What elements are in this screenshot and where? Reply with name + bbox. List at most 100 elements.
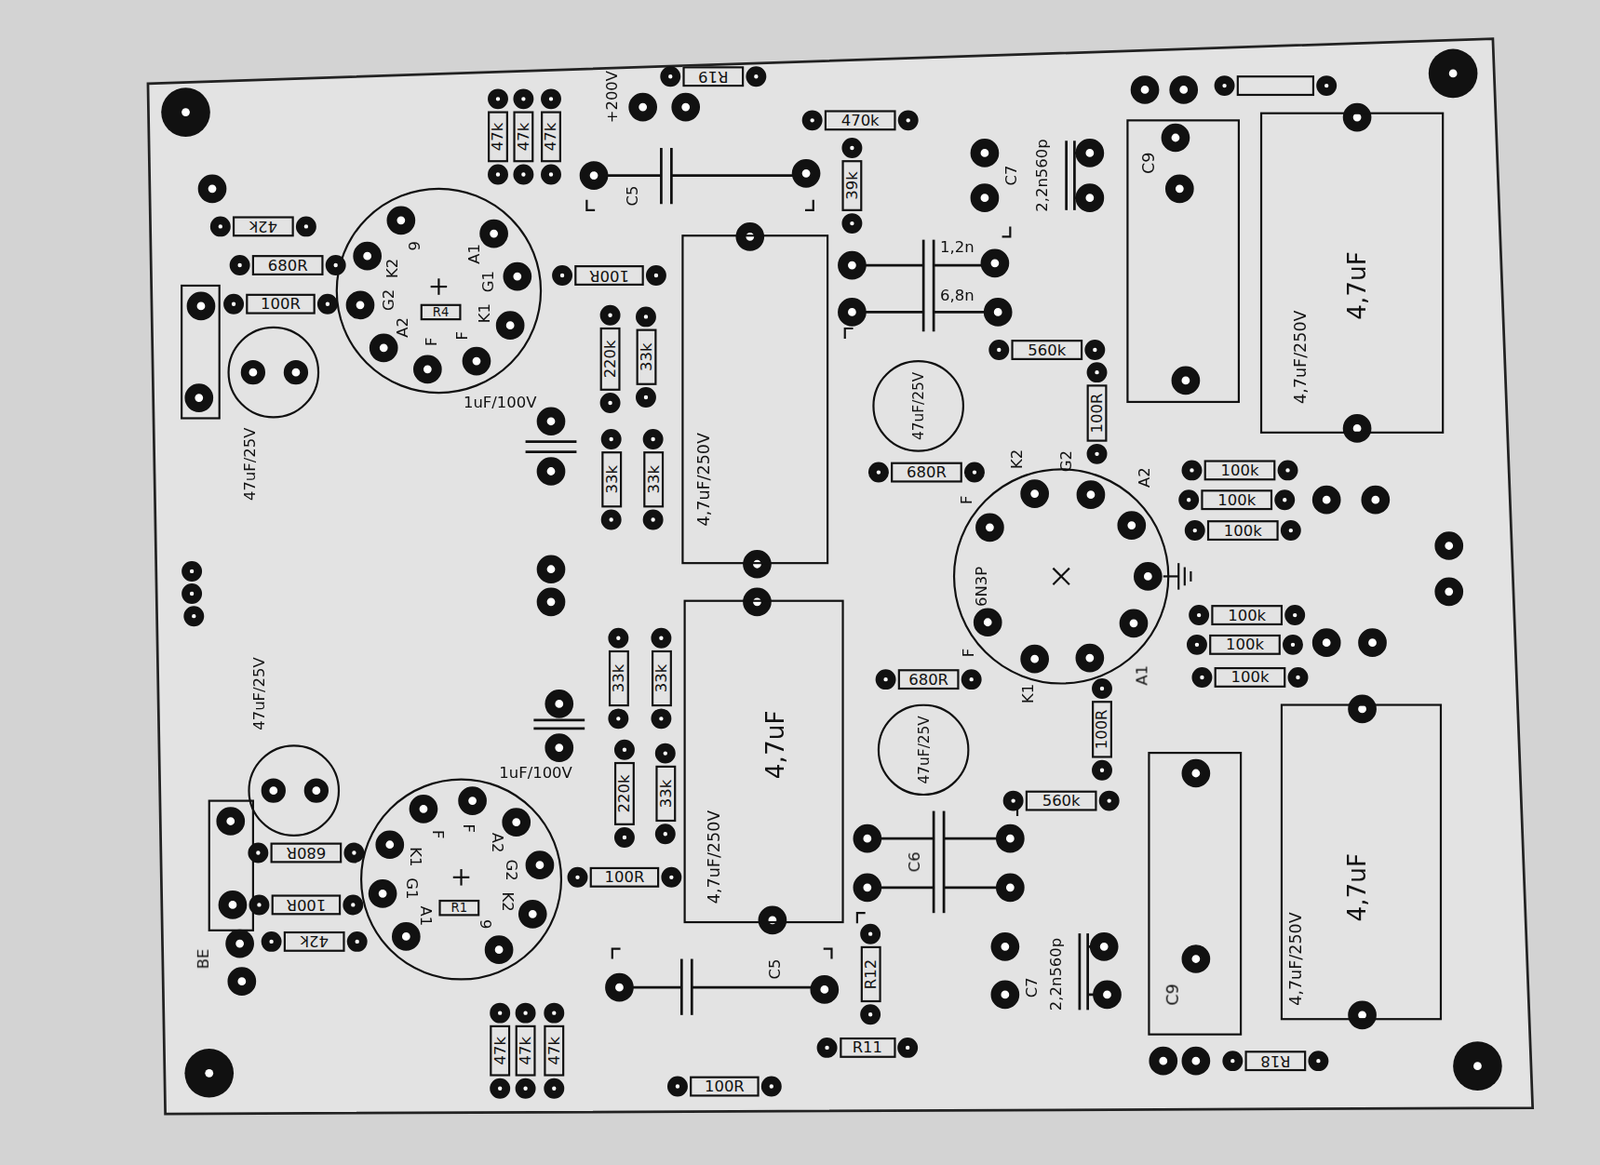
- value-label: 4,7uF/250V: [705, 809, 723, 903]
- resistor-box: R4: [420, 304, 462, 322]
- resistor-box: 100k: [1210, 605, 1283, 626]
- connector-outline: [1237, 76, 1314, 95]
- resistor-box: 100R: [245, 294, 316, 315]
- solder-pad: [978, 613, 997, 632]
- resistor-pad: [1095, 764, 1108, 777]
- resistor-box: 39k: [841, 160, 862, 212]
- connector-outline: [181, 76, 1314, 931]
- solder-pad: [1124, 614, 1143, 633]
- value-label: 100k: [1225, 637, 1264, 653]
- value-label: 33k: [645, 465, 660, 494]
- resistor-box: 680R: [252, 255, 324, 276]
- value-label: 4,7uF/250V: [1287, 912, 1305, 1006]
- silkscreen-label: C7: [1004, 165, 1020, 187]
- value-label: 42k: [249, 218, 278, 234]
- resistor-pad: [252, 847, 265, 860]
- value-label: R11: [852, 1040, 883, 1056]
- resistor-pad: [1007, 794, 1020, 807]
- ground-symbol: [1189, 571, 1192, 582]
- mounting-hole: [1428, 49, 1479, 99]
- solder-pad: [373, 884, 392, 903]
- mounting-hole-center: [204, 1069, 214, 1078]
- resistor-pad: [612, 631, 625, 645]
- silkscreen-label: K2: [1009, 449, 1025, 470]
- resistor-pad: [233, 258, 246, 271]
- resistor-box: 680R: [890, 462, 963, 484]
- value-label: 4,7uF/250V: [1291, 309, 1309, 404]
- resistor-pad: [901, 114, 915, 127]
- solder-pad: [1186, 1051, 1206, 1071]
- value-label: 100k: [1217, 492, 1256, 508]
- capacitor-symbol: [680, 959, 684, 1016]
- resistor-pad: [265, 935, 278, 948]
- resistor-box: 680R: [270, 843, 343, 864]
- value-label: 33k: [603, 465, 619, 494]
- silkscreen-label: G1: [481, 270, 497, 293]
- resistor-pad: [571, 871, 584, 884]
- outline-bracket: [586, 200, 1018, 960]
- resistor-box: 100R: [1091, 700, 1113, 758]
- tube-center-mark: [1052, 568, 1070, 586]
- solder-pad: [191, 296, 211, 316]
- resistor-box: 100R: [271, 894, 342, 915]
- resistor-pad: [299, 220, 312, 233]
- value-label: C9: [1164, 983, 1182, 1006]
- resistor-pad: [655, 631, 668, 645]
- solder-pad: [1135, 80, 1155, 100]
- resistor-pad: [604, 396, 617, 409]
- resistor-box: 42k: [232, 215, 295, 237]
- value-label: 100R: [704, 1078, 745, 1094]
- solder-pad: [202, 179, 222, 199]
- resistor-pad: [993, 343, 1006, 356]
- resistor-pad: [658, 747, 672, 760]
- solder-pad: [232, 972, 252, 992]
- resistor-pad: [491, 93, 504, 106]
- solder-pad: [1138, 567, 1157, 587]
- solder-pad: [676, 97, 696, 117]
- outline-bracket: [823, 949, 833, 960]
- solder-pad: [1000, 829, 1020, 848]
- capacitor-symbol: [1073, 140, 1076, 211]
- silkscreen-label: G1: [403, 877, 419, 900]
- silkscreen-label: C6: [907, 851, 923, 873]
- resistor-box: 47k: [540, 110, 562, 162]
- value-label: 220k: [602, 339, 618, 378]
- resistor-pad: [329, 258, 342, 271]
- resistor-pad: [1286, 638, 1299, 651]
- resistor-pad: [1090, 447, 1103, 460]
- solder-pad: [1363, 633, 1383, 653]
- capacitor-pad: [308, 782, 325, 800]
- solder-pad: [995, 985, 1015, 1005]
- silkscreen-label: F: [430, 830, 445, 839]
- board-outline: [147, 39, 1533, 1116]
- solder-pad: [748, 592, 767, 612]
- resistor-pad: [664, 70, 677, 83]
- value-label: 100R: [285, 897, 326, 913]
- resistor-pad: [227, 297, 240, 310]
- value-label: 47k: [515, 122, 531, 151]
- value-label: 100k: [1230, 670, 1269, 686]
- solder-pad: [975, 188, 995, 208]
- value-label: 560k: [1027, 342, 1066, 358]
- solder-pad: [985, 254, 1005, 273]
- resistor-pad: [618, 743, 631, 756]
- outline-bracket: [612, 949, 621, 960]
- capacitor-symbol: [525, 440, 578, 444]
- outline-bracket: [857, 913, 866, 924]
- resistor-pad: [214, 70, 1325, 1096]
- silkscreen-label: 1,2n: [940, 240, 975, 256]
- resistor-box: 100k: [1204, 459, 1277, 481]
- resistor-pad: [214, 220, 227, 233]
- resistor-box: 33k: [635, 329, 657, 386]
- value-label: 47uF/25V: [911, 372, 926, 441]
- resistor-box: 100R: [689, 1076, 760, 1098]
- silkscreen-label: A1: [467, 243, 483, 265]
- resistor-pad: [968, 466, 981, 479]
- resistor-pad: [544, 93, 557, 106]
- resistor-pad: [655, 712, 668, 726]
- solder-pad: [541, 592, 561, 612]
- mounting-hole: [1452, 1041, 1503, 1091]
- capacitor-outline: 4,7uF/250V4,7uF: [1280, 703, 1442, 1021]
- solder-pad: [223, 896, 243, 915]
- solder-pad: [358, 246, 377, 266]
